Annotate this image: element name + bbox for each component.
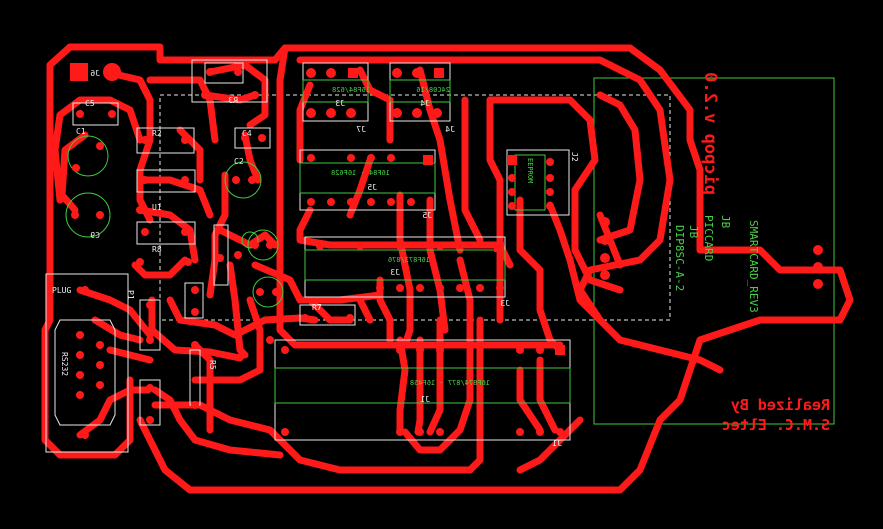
rs232-label: RS232 <box>60 352 69 376</box>
ref-j3-corner: J3 <box>500 299 510 308</box>
ref-c5: C5 <box>85 99 95 108</box>
jb-label-2: JB <box>687 225 700 239</box>
ref-r8: R8 <box>152 245 162 254</box>
ic-j7-label: 16F84/628 <box>332 86 370 94</box>
ic-j1-label: 16F874/877 - 16F458 <box>410 379 490 387</box>
ref-j3: J3 <box>390 268 400 277</box>
ref-j4-corner: J4 <box>445 125 455 134</box>
pads <box>70 63 823 439</box>
dip-label: DIP8SC-A-2 <box>673 225 686 291</box>
ref-j2: J2 <box>570 152 579 162</box>
smartcard-label: SMARTCARD_REV3 <box>747 220 760 313</box>
jb-label-1: JB <box>719 215 732 229</box>
ref-j1: J1 <box>420 395 430 404</box>
ref-j3-top: J3 <box>335 99 345 108</box>
ref-j1-corner: J1 <box>552 439 562 448</box>
ref-p1: P1 <box>126 290 135 300</box>
ref-j6: J6 <box>90 69 100 78</box>
ref-c9: C9 <box>90 231 100 240</box>
credit-line-2: S.M.C. Eltec <box>722 416 830 434</box>
ic-j4-label: 24C08/16 <box>416 86 450 94</box>
mirrored-title: picpop v.2.0 <box>700 72 720 195</box>
smartcard-outline <box>593 77 835 425</box>
board-outline <box>159 94 671 321</box>
ic-j3-label: 16F873/876 <box>388 256 430 264</box>
ref-u1: U1 <box>152 203 162 212</box>
ref-j5: J5 <box>367 183 377 192</box>
ref-r2: R2 <box>152 129 162 138</box>
ref-j5-corner: J5 <box>422 211 432 220</box>
eeprom-label: EEPROM <box>526 158 534 183</box>
ref-r3: R3 <box>228 96 238 105</box>
credit-line-1: Realized By <box>731 396 830 414</box>
copper-traces <box>41 43 854 494</box>
silkscreen <box>45 59 571 453</box>
ic-j5-label: 16F84 - 16F628 <box>331 169 390 177</box>
ref-j4: J4 <box>420 99 430 108</box>
ref-c2: C2 <box>234 157 244 166</box>
ref-r5: R5 <box>208 360 217 370</box>
ref-c4: C4 <box>242 129 252 138</box>
ref-r7: R7 <box>312 303 322 312</box>
ref-j7: J7 <box>356 125 366 134</box>
plug-label: PLUG <box>52 286 71 295</box>
ref-c1: C1 <box>76 127 86 136</box>
piccard-label: PICCARD <box>702 215 715 261</box>
